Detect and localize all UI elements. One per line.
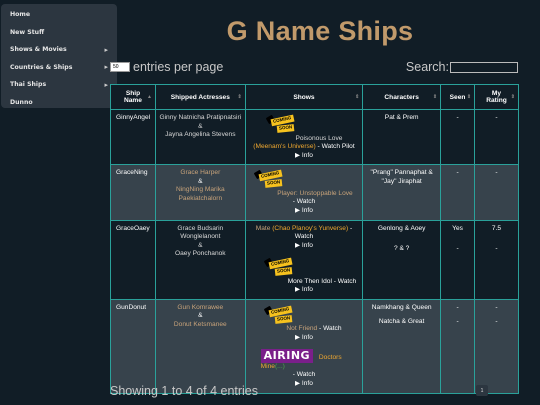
universe-link[interactable]: (Chao Planoy's Yunverse) — [272, 224, 349, 232]
column-header-characters[interactable]: Characters⇕ — [362, 84, 442, 110]
column-header-shipped-actresses[interactable]: Shipped Actresses⇕ — [154, 84, 246, 110]
rating-cell: - — [474, 164, 519, 221]
sidebar-menu: Home New Stuff Shows & Movies ▸ Countries… — [1, 4, 117, 108]
search-control: Search: — [406, 60, 518, 74]
ship-name-cell: GraceNing — [110, 164, 156, 221]
rating-cell: 7.5 - — [474, 219, 519, 300]
show-link[interactable]: Not Friend — [286, 325, 318, 333]
info-link[interactable]: ▶ Info — [295, 379, 313, 387]
sort-icon: ⇕ — [355, 94, 360, 100]
watch-link[interactable]: - Watch Pilot — [315, 143, 355, 151]
sidebar-item-label: Countries & Ships — [10, 63, 73, 71]
seen-cell: Yes - — [440, 219, 476, 300]
table-row: GunDonut Gun Komrawee & Donut Ketsmanee … — [110, 298, 519, 394]
seen-cell: - — [440, 164, 476, 221]
shows-cell: Mate (Chao Planoy's Yunverse) - Watch ▶ … — [244, 219, 364, 300]
search-input[interactable] — [450, 61, 518, 73]
actresses-cell: Ginny Natnicha Pratipnatsiri & Jayna Ang… — [154, 108, 246, 166]
show-link[interactable]: Mate — [255, 224, 271, 232]
chevron-right-icon: ▸ — [104, 45, 108, 54]
sidebar-item-label: Home — [10, 11, 31, 19]
info-link[interactable]: ▶ Info — [295, 206, 313, 214]
sidebar-item-countries-ships[interactable]: Countries & Ships ▸ — [1, 59, 117, 77]
sidebar-item-label: Thai Ships — [10, 81, 47, 89]
show-link[interactable]: Doctors Mine — [260, 353, 342, 370]
watch-link[interactable]: - Watch — [292, 371, 316, 379]
watch-link[interactable]: - Watch — [292, 198, 316, 206]
rating-cell: - — [474, 108, 519, 166]
entries-per-page-label: entries per page — [133, 60, 224, 74]
column-header-seen[interactable]: Seen⇕ — [440, 84, 476, 110]
info-link[interactable]: ▶ Info — [295, 151, 313, 159]
column-header-shows[interactable]: Shows⇕ — [244, 84, 364, 110]
table-header-row: Ship Name▲ Shipped Actresses⇕ Shows⇕ Cha… — [110, 84, 519, 110]
characters-cell: Namkhang & Queen Natcha & Great — [362, 298, 442, 394]
ship-name-cell: GinnyAngel — [110, 108, 156, 166]
show-link[interactable]: More Then Idol — [287, 277, 332, 285]
characters-cell: Genlong & Aoey ? & ? — [362, 219, 442, 300]
watch-link[interactable]: - Watch — [294, 224, 353, 241]
sidebar-item-label: Shows & Movies — [10, 46, 67, 54]
watch-link[interactable]: - Watch — [331, 277, 357, 285]
table-row: GinnyAngel Ginny Natnicha Pratipnatsiri … — [110, 108, 519, 166]
sidebar-item-new-stuff[interactable]: New Stuff — [1, 24, 117, 42]
sort-icon: ⇕ — [510, 94, 515, 100]
page-title: G Name Ships — [226, 16, 414, 46]
sort-icon: ⇕ — [466, 94, 472, 100]
sort-ascending-icon: ▲ — [147, 94, 152, 100]
info-link[interactable]: ▶ Info — [295, 334, 313, 341]
search-label: Search: — [405, 60, 449, 74]
show-link[interactable]: Poisonous Love — [295, 134, 343, 142]
characters-cell: Pat & Prem — [362, 108, 442, 166]
airing-badge-icon: AIRING — [260, 348, 314, 363]
actresses-cell: Gun Komrawee & Donut Ketsmanee — [154, 298, 246, 394]
sidebar-item-label: Dunno — [10, 98, 33, 106]
rating-cell: - - — [474, 298, 519, 394]
characters-cell: "Prang" Pannaphat & "Jay" Jiraphat — [362, 164, 442, 221]
info-link[interactable]: ▶ Info — [295, 241, 313, 249]
chevron-right-icon: ▸ — [104, 80, 108, 89]
sidebar-item-shows-movies[interactable]: Shows & Movies ▸ — [1, 41, 117, 59]
sidebar-item-label: New Stuff — [10, 28, 45, 36]
pagination-page-button[interactable]: 1 — [476, 385, 488, 396]
universe-link[interactable]: (Meenam's Universe) — [253, 143, 316, 151]
column-header-ship-name[interactable]: Ship Name▲ — [110, 84, 156, 110]
entries-per-page-select[interactable]: 50 — [110, 62, 130, 72]
seen-cell: - - — [440, 298, 476, 394]
ships-table: Ship Name▲ Shipped Actresses⇕ Shows⇕ Cha… — [110, 84, 519, 394]
ship-name-cell: GunDonut — [110, 298, 156, 394]
seen-cell: - — [440, 108, 476, 166]
sidebar-item-thai-ships[interactable]: Thai Ships ▸ — [1, 76, 117, 94]
table-info: Showing 1 to 4 of 4 entries — [110, 384, 259, 398]
sort-icon: ⇕ — [237, 94, 242, 100]
actresses-cell: Grace Budsarin Wonglelanont & Oaey Ponch… — [154, 219, 246, 300]
watch-link[interactable]: - Watch — [317, 325, 342, 333]
entries-length-control: 50 entries per page — [110, 60, 223, 74]
column-header-my-rating[interactable]: My Rating⇕ — [474, 84, 519, 110]
info-link[interactable]: ▶ Info — [295, 286, 313, 294]
ship-name-cell: GraceOaey — [110, 219, 156, 300]
chevron-right-icon: ▸ — [104, 63, 108, 72]
table-row: GraceNing Grace Harper & NingNing Marika… — [110, 164, 519, 221]
show-link[interactable]: Player: Unstoppable Love — [277, 189, 353, 197]
sidebar-item-dunno[interactable]: Dunno — [1, 94, 117, 112]
table-row: GraceOaey Grace Budsarin Wonglelanont & … — [110, 219, 519, 300]
sort-icon: ⇕ — [432, 94, 438, 100]
sidebar-item-home[interactable]: Home — [1, 6, 117, 24]
actresses-cell: Grace Harper & NingNing Marika Paekiatch… — [154, 164, 246, 221]
